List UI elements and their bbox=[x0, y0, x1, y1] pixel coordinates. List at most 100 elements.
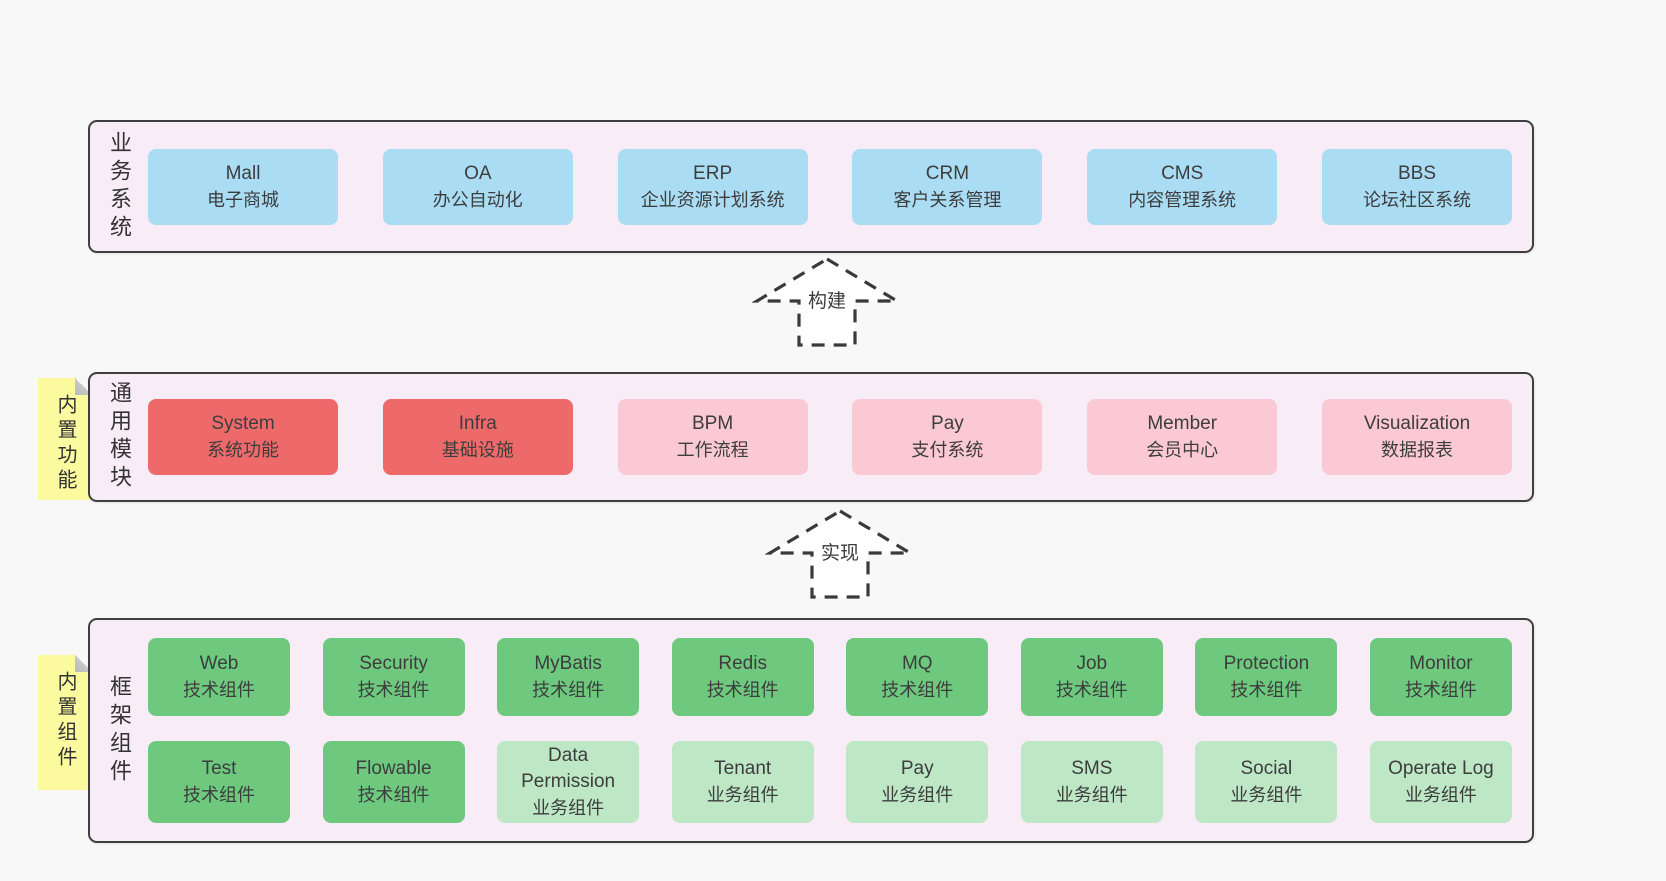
box-title: Job bbox=[1076, 653, 1108, 674]
box-subtitle: 技术组件 bbox=[881, 680, 954, 700]
box-title: Pay bbox=[931, 413, 964, 434]
box-subtitle: 内容管理系统 bbox=[1128, 189, 1237, 210]
box-subtitle: 企业资源计划系统 bbox=[640, 189, 785, 210]
box-job: Job 技术组件 bbox=[1020, 638, 1163, 716]
box-subtitle: 技术组件 bbox=[532, 680, 605, 700]
box-subtitle: 支付系统 bbox=[911, 440, 984, 460]
box-flowable: Flowable 技术组件 bbox=[322, 741, 465, 823]
box-tenant: Tenant 业务组件 bbox=[671, 741, 814, 823]
box-subtitle: 技术组件 bbox=[1230, 680, 1303, 700]
layer-label: 通用模块 bbox=[107, 381, 132, 493]
note-built-in-components: 内置组件 bbox=[38, 655, 92, 790]
box-erp: ERP 企业资源计划系统 bbox=[617, 148, 808, 225]
box-title: Infra bbox=[458, 413, 497, 434]
box-data-permission: Data Permission 业务组件 bbox=[497, 741, 640, 823]
box-subtitle: 电子商城 bbox=[207, 189, 279, 210]
box-title: Pay bbox=[900, 758, 934, 779]
box-title: Tenant bbox=[714, 758, 772, 779]
arrow-build-label: 构建 bbox=[804, 289, 850, 315]
box-subtitle: 业务组件 bbox=[532, 798, 605, 818]
box-pay-module: Pay 支付系统 bbox=[852, 399, 1043, 475]
box-subtitle: 基础设施 bbox=[441, 440, 514, 460]
box-infra: Infra 基础设施 bbox=[382, 399, 573, 475]
layer-framework-body: Web 技术组件 Security 技术组件 MyBatis 技术组件 Redi… bbox=[148, 620, 1532, 841]
box-subtitle: 业务组件 bbox=[1404, 785, 1477, 805]
box-redis: Redis 技术组件 bbox=[671, 638, 814, 716]
box-subtitle: 技术组件 bbox=[357, 785, 430, 805]
box-title: SMS bbox=[1071, 758, 1113, 779]
box-subtitle: 技术组件 bbox=[1404, 680, 1477, 700]
layer-label: 框架组件 bbox=[107, 674, 132, 787]
layer-modules-label-col: 通用模块 bbox=[90, 374, 148, 500]
box-subtitle: 会员中心 bbox=[1146, 440, 1219, 460]
box-title: OA bbox=[464, 162, 492, 184]
box-subtitle: 技术组件 bbox=[357, 680, 430, 700]
box-subtitle: 技术组件 bbox=[1055, 680, 1128, 700]
box-monitor: Monitor 技术组件 bbox=[1369, 638, 1512, 716]
box-title: Flowable bbox=[355, 758, 432, 779]
note-built-in-features: 内置功能 bbox=[38, 378, 92, 500]
box-operate-log: Operate Log 业务组件 bbox=[1369, 741, 1512, 823]
box-social: Social 业务组件 bbox=[1195, 741, 1338, 823]
box-title: MyBatis bbox=[534, 653, 602, 674]
box-title: Member bbox=[1147, 413, 1218, 434]
box-subtitle: 技术组件 bbox=[706, 680, 779, 700]
box-title: CRM bbox=[925, 162, 970, 184]
box-bpm: BPM 工作流程 bbox=[617, 399, 808, 475]
arrow-implement-label: 实现 bbox=[817, 541, 863, 567]
box-title: ERP bbox=[693, 162, 733, 184]
box-title: Redis bbox=[718, 653, 767, 674]
box-pay-component: Pay 业务组件 bbox=[846, 741, 989, 823]
box-subtitle: 办公自动化 bbox=[432, 189, 523, 210]
layer-common-modules: 通用模块 System 系统功能 Infra 基础设施 BPM 工作流程 Pay… bbox=[88, 372, 1534, 502]
layer-business-body: Mall 电子商城 OA 办公自动化 ERP 企业资源计划系统 CRM 客户关系… bbox=[148, 122, 1532, 251]
layer-framework-components: 框架组件 Web 技术组件 Security 技术组件 MyBatis 技术组件… bbox=[88, 618, 1534, 843]
box-subtitle: 技术组件 bbox=[183, 785, 255, 805]
arrow-implement: 实现 bbox=[765, 508, 915, 600]
box-web: Web 技术组件 bbox=[148, 638, 290, 716]
note-text: 内置功能 bbox=[54, 394, 76, 494]
box-mall: Mall 电子商城 bbox=[148, 148, 338, 225]
box-title: CMS bbox=[1161, 162, 1204, 184]
box-cms: CMS 内容管理系统 bbox=[1087, 148, 1278, 225]
framework-row-1: Web 技术组件 Security 技术组件 MyBatis 技术组件 Redi… bbox=[148, 638, 1512, 716]
box-subtitle: 系统功能 bbox=[207, 440, 279, 460]
box-mybatis: MyBatis 技术组件 bbox=[497, 638, 640, 716]
note-text: 内置组件 bbox=[54, 671, 76, 771]
box-sms: SMS 业务组件 bbox=[1020, 741, 1163, 823]
layer-business-systems: 业务系统 Mall 电子商城 OA 办公自动化 ERP 企业资源计划系统 CRM… bbox=[88, 120, 1534, 253]
box-title: Mall bbox=[225, 162, 261, 184]
box-subtitle: 业务组件 bbox=[1230, 785, 1303, 805]
box-title: Data Permission bbox=[521, 745, 616, 792]
box-subtitle: 客户关系管理 bbox=[893, 189, 1002, 210]
box-title: Web bbox=[199, 653, 239, 674]
box-subtitle: 业务组件 bbox=[1055, 785, 1128, 805]
box-subtitle: 论坛社区系统 bbox=[1362, 189, 1471, 210]
box-title: BBS bbox=[1397, 162, 1436, 184]
box-oa: OA 办公自动化 bbox=[382, 148, 573, 225]
box-title: Protection bbox=[1223, 653, 1310, 674]
box-title: MQ bbox=[901, 653, 933, 674]
layer-label: 业务系统 bbox=[107, 130, 132, 243]
box-protection: Protection 技术组件 bbox=[1195, 638, 1338, 716]
box-member: Member 会员中心 bbox=[1087, 399, 1278, 475]
box-system: System 系统功能 bbox=[148, 399, 338, 475]
box-subtitle: 业务组件 bbox=[881, 785, 954, 805]
box-title: System bbox=[211, 413, 275, 434]
box-bbs: BBS 论坛社区系统 bbox=[1321, 148, 1512, 225]
box-crm: CRM 客户关系管理 bbox=[852, 148, 1043, 225]
layer-framework-label-col: 框架组件 bbox=[90, 620, 148, 841]
box-mq: MQ 技术组件 bbox=[846, 638, 989, 716]
box-subtitle: 数据报表 bbox=[1380, 440, 1453, 460]
box-title: Test bbox=[201, 758, 237, 779]
box-title: Visualization bbox=[1363, 413, 1471, 434]
box-subtitle: 技术组件 bbox=[183, 680, 255, 700]
box-visualization: Visualization 数据报表 bbox=[1321, 399, 1512, 475]
box-subtitle: 工作流程 bbox=[676, 440, 749, 460]
box-subtitle: 业务组件 bbox=[706, 785, 779, 805]
box-title: Social bbox=[1240, 758, 1293, 779]
framework-row-2: Test 技术组件 Flowable 技术组件 Data Permission … bbox=[148, 741, 1512, 823]
box-test: Test 技术组件 bbox=[148, 741, 290, 823]
box-title: Security bbox=[359, 653, 428, 674]
